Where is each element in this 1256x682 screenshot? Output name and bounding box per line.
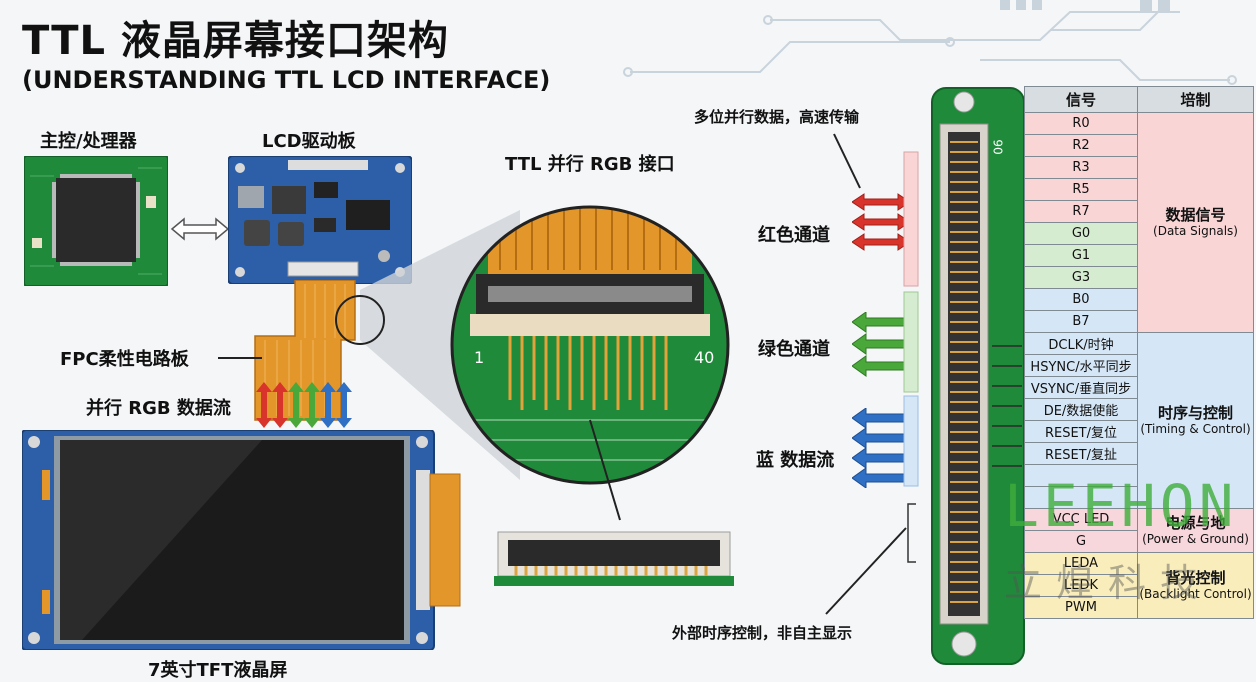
signal-cell: R0: [1024, 112, 1138, 135]
group-data-zh: 数据信号: [1165, 206, 1226, 224]
signal-cell: G3: [1024, 266, 1138, 289]
group-timing-cell: 时序与控制 (Timing & Control): [1137, 332, 1254, 509]
watermark-latin: LEEHON: [1004, 472, 1238, 540]
external-timing-label: 外部时序控制，非自主显示: [672, 624, 853, 642]
signal-cell-empty: [1024, 464, 1138, 487]
page-subtitle: (UNDERSTANDING TTL LCD INTERFACE): [22, 66, 551, 94]
group-backlight-en: (Backlight Control): [1139, 587, 1252, 601]
watermark-chinese: 立煌科技: [1004, 561, 1213, 605]
group-data-en: (Data Signals): [1153, 224, 1238, 238]
signal-table: 信号 培制 R0 数据信号 (Data Signals) R2 R3 R5 R7…: [1024, 86, 1254, 619]
bidirectional-arrow-icon: [170, 217, 230, 241]
group-timing-zh: 时序与控制: [1157, 404, 1233, 422]
signal-cell: R3: [1024, 156, 1138, 179]
group-power-cell: 电源与地 (Power & Ground): [1137, 508, 1254, 553]
mcu-board: [24, 156, 168, 286]
group-power-zh: 电源与地: [1165, 514, 1226, 532]
group-backlight-cell: 背光控制 (Backlight Control): [1137, 552, 1254, 619]
signal-cell: DCLK/时钟: [1024, 332, 1138, 355]
group-backlight-zh: 背光控制: [1165, 569, 1226, 587]
pin-1-label: 1: [474, 348, 485, 367]
rgb-flow-label: 并行 RGB 数据流: [86, 398, 231, 419]
external-timing-pointer: [825, 527, 907, 615]
signal-cell: PWM: [1024, 596, 1138, 619]
signal-cell: RESET/复扯: [1024, 442, 1138, 465]
lcd-panel: [22, 430, 461, 650]
signal-cell: G1: [1024, 244, 1138, 267]
group-power-en: (Power & Ground): [1142, 532, 1249, 546]
rgb-flow-arrows-icon: [256, 382, 352, 428]
group-header: 培制: [1137, 86, 1254, 113]
driver-board-label: LCD驱动板: [262, 131, 356, 152]
signal-cell: VCC LED: [1024, 508, 1138, 531]
group-data-cell: 数据信号 (Data Signals): [1137, 112, 1254, 333]
connector-pin-90-label: 90: [990, 139, 1005, 155]
signal-header: 信号: [1024, 86, 1138, 113]
signal-cell: R7: [1024, 200, 1138, 223]
lcd-panel-label: 7英寸TFT液晶屏: [148, 660, 288, 681]
signal-cell: B7: [1024, 310, 1138, 333]
parallel-data-label: 多位并行数据，高速传输: [694, 108, 860, 126]
circuit-decoration: [623, 0, 1237, 85]
mcu-label: 主控/处理器: [40, 131, 137, 152]
ttl-interface-label: TTL 并行 RGB 接口: [505, 154, 675, 175]
signal-cell: DE/数据使能: [1024, 398, 1138, 421]
fpc-connector-board: [931, 87, 1025, 665]
connector-closeup: [494, 531, 734, 586]
fpc-label: FPC柔性电路板: [60, 349, 189, 370]
signal-cell: G0: [1024, 222, 1138, 245]
green-channel-label: 绿色通道: [758, 339, 830, 360]
magnifier-view: [335, 205, 730, 521]
signal-cell: R5: [1024, 178, 1138, 201]
signal-cell: G: [1024, 530, 1138, 553]
parallel-data-pointer: [833, 133, 861, 189]
red-channel-label: 红色通道: [758, 225, 830, 246]
signal-cell: RESET/复位: [1024, 420, 1138, 443]
fpc-pointer-line: [218, 357, 262, 359]
signal-cell: R2: [1024, 134, 1138, 157]
signal-table-container: 信号 培制 R0 数据信号 (Data Signals) R2 R3 R5 R7…: [1024, 86, 1254, 619]
blue-flow-label: 蓝 数据流: [756, 450, 835, 471]
pin-40-label: 40: [694, 348, 715, 367]
group-timing-en: (Timing & Control): [1140, 422, 1251, 436]
signal-cell: HSYNC/水平同步: [1024, 354, 1138, 377]
signal-cell: B0: [1024, 288, 1138, 311]
signal-cell-empty: [1024, 486, 1138, 509]
signal-cell: VSYNC/垂直同步: [1024, 376, 1138, 399]
pin-group-brackets: [903, 151, 919, 563]
page-title: TTL 液晶屏幕接口架构: [22, 18, 449, 64]
